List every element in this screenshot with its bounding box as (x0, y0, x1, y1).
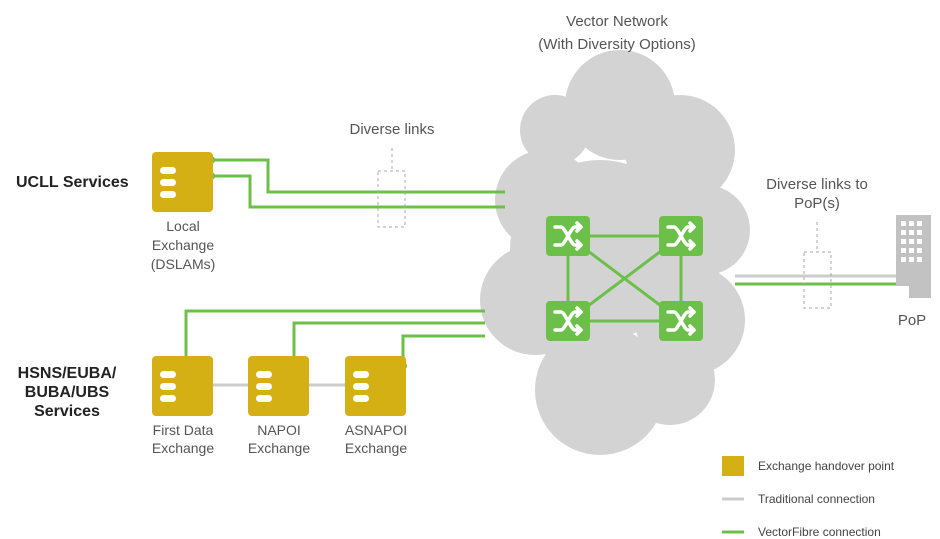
exchange-icon-first-data (152, 356, 213, 416)
exchange-icon-napoi (248, 356, 309, 416)
ucll-services-label: UCLL Services (16, 174, 129, 191)
router-icon (659, 301, 703, 341)
traditional-connections (213, 274, 896, 387)
exchange-icon-asnapoi (345, 356, 406, 416)
asnapoi-exchange-label-line1: ASNAPOI (345, 422, 407, 438)
hsns-services-line2: BUBA/UBS (25, 384, 110, 401)
local-exchange-label-line2: Exchange (152, 237, 214, 253)
diverse-pop-links-line2: PoP(s) (794, 195, 840, 212)
first-data-exchange-label-line1: First Data (153, 422, 214, 438)
local-exchange-label-line3: (DSLAMs) (151, 256, 216, 272)
router-icon (659, 216, 703, 256)
legend-handover-swatch (722, 456, 744, 476)
router-icon (546, 301, 590, 341)
napoi-exchange-label-line1: NAPOI (257, 422, 301, 438)
legend-handover-label: Exchange handover point (758, 459, 895, 473)
napoi-exchange-label-line2: Exchange (248, 440, 310, 456)
hsns-services-line3: Services (34, 403, 100, 420)
legend: Exchange handover point Traditional conn… (722, 456, 895, 539)
local-exchange-label-line1: Local (166, 218, 199, 234)
exchange-icon-local (152, 152, 213, 212)
pop-building-icon (896, 215, 931, 298)
legend-vectorfibre-label: VectorFibre connection (758, 525, 881, 539)
diverse-links-label: Diverse links (349, 121, 434, 138)
pop-label: PoP (898, 312, 926, 329)
hsns-services-line1: HSNS/EUBA/ (18, 365, 117, 382)
diverse-pop-links-marker (803, 222, 832, 309)
router-icon (546, 216, 590, 256)
network-title-line1: Vector Network (566, 13, 668, 30)
diverse-pop-links-line1: Diverse links to (766, 176, 868, 193)
asnapoi-exchange-label-line2: Exchange (345, 440, 407, 456)
diverse-links-marker (377, 148, 406, 228)
network-title-line2: (With Diversity Options) (538, 36, 696, 53)
legend-traditional-label: Traditional connection (758, 492, 875, 506)
first-data-exchange-label-line2: Exchange (152, 440, 214, 456)
vector-network-cloud (480, 50, 750, 455)
